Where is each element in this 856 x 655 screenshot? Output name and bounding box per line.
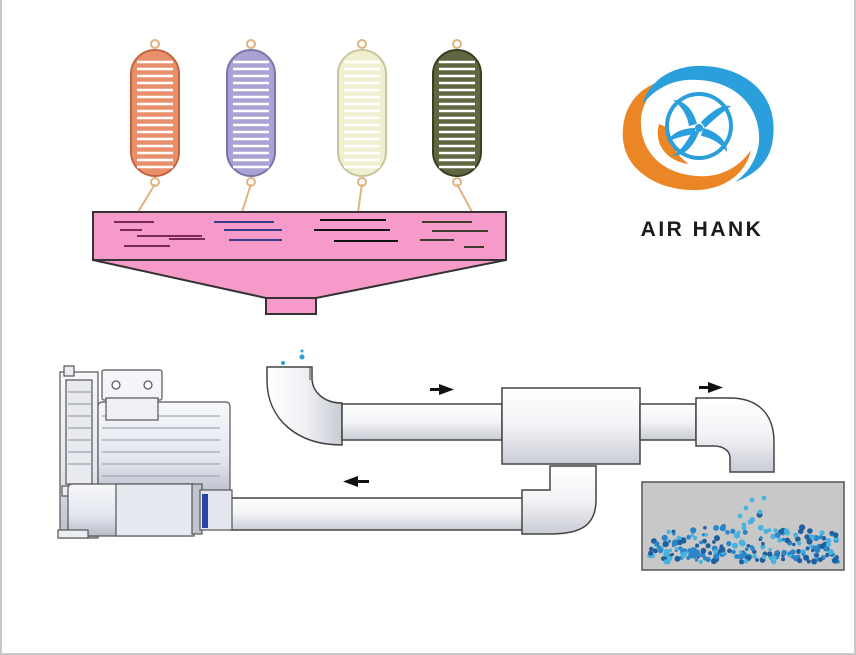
brand-name: AIR HANK (640, 218, 764, 241)
swirl-fan-logo-icon (622, 65, 774, 191)
supply-pipe (341, 387, 775, 473)
bag-strings (137, 183, 473, 213)
arrow-right-icon (430, 384, 454, 395)
blower-motor (57, 365, 233, 539)
return-pipe (229, 465, 597, 535)
bag-lavender (226, 39, 276, 187)
arrow-right-icon (699, 382, 723, 393)
bag-olive (432, 39, 482, 187)
flow-arrows (343, 382, 723, 487)
terminal-box (101, 369, 163, 401)
pellet-pile (647, 495, 840, 565)
bag-cream (337, 39, 387, 187)
filter-box (501, 387, 641, 465)
collection-hopper (92, 211, 507, 315)
outlet-elbow (695, 397, 775, 473)
filter-bags (130, 39, 482, 187)
inlet-particles (281, 349, 305, 365)
bag-orange (130, 39, 180, 187)
inlet-elbow (266, 366, 343, 446)
collection-bin (641, 481, 845, 571)
arrow-left-icon (343, 476, 369, 487)
dust-streaks (114, 219, 488, 248)
